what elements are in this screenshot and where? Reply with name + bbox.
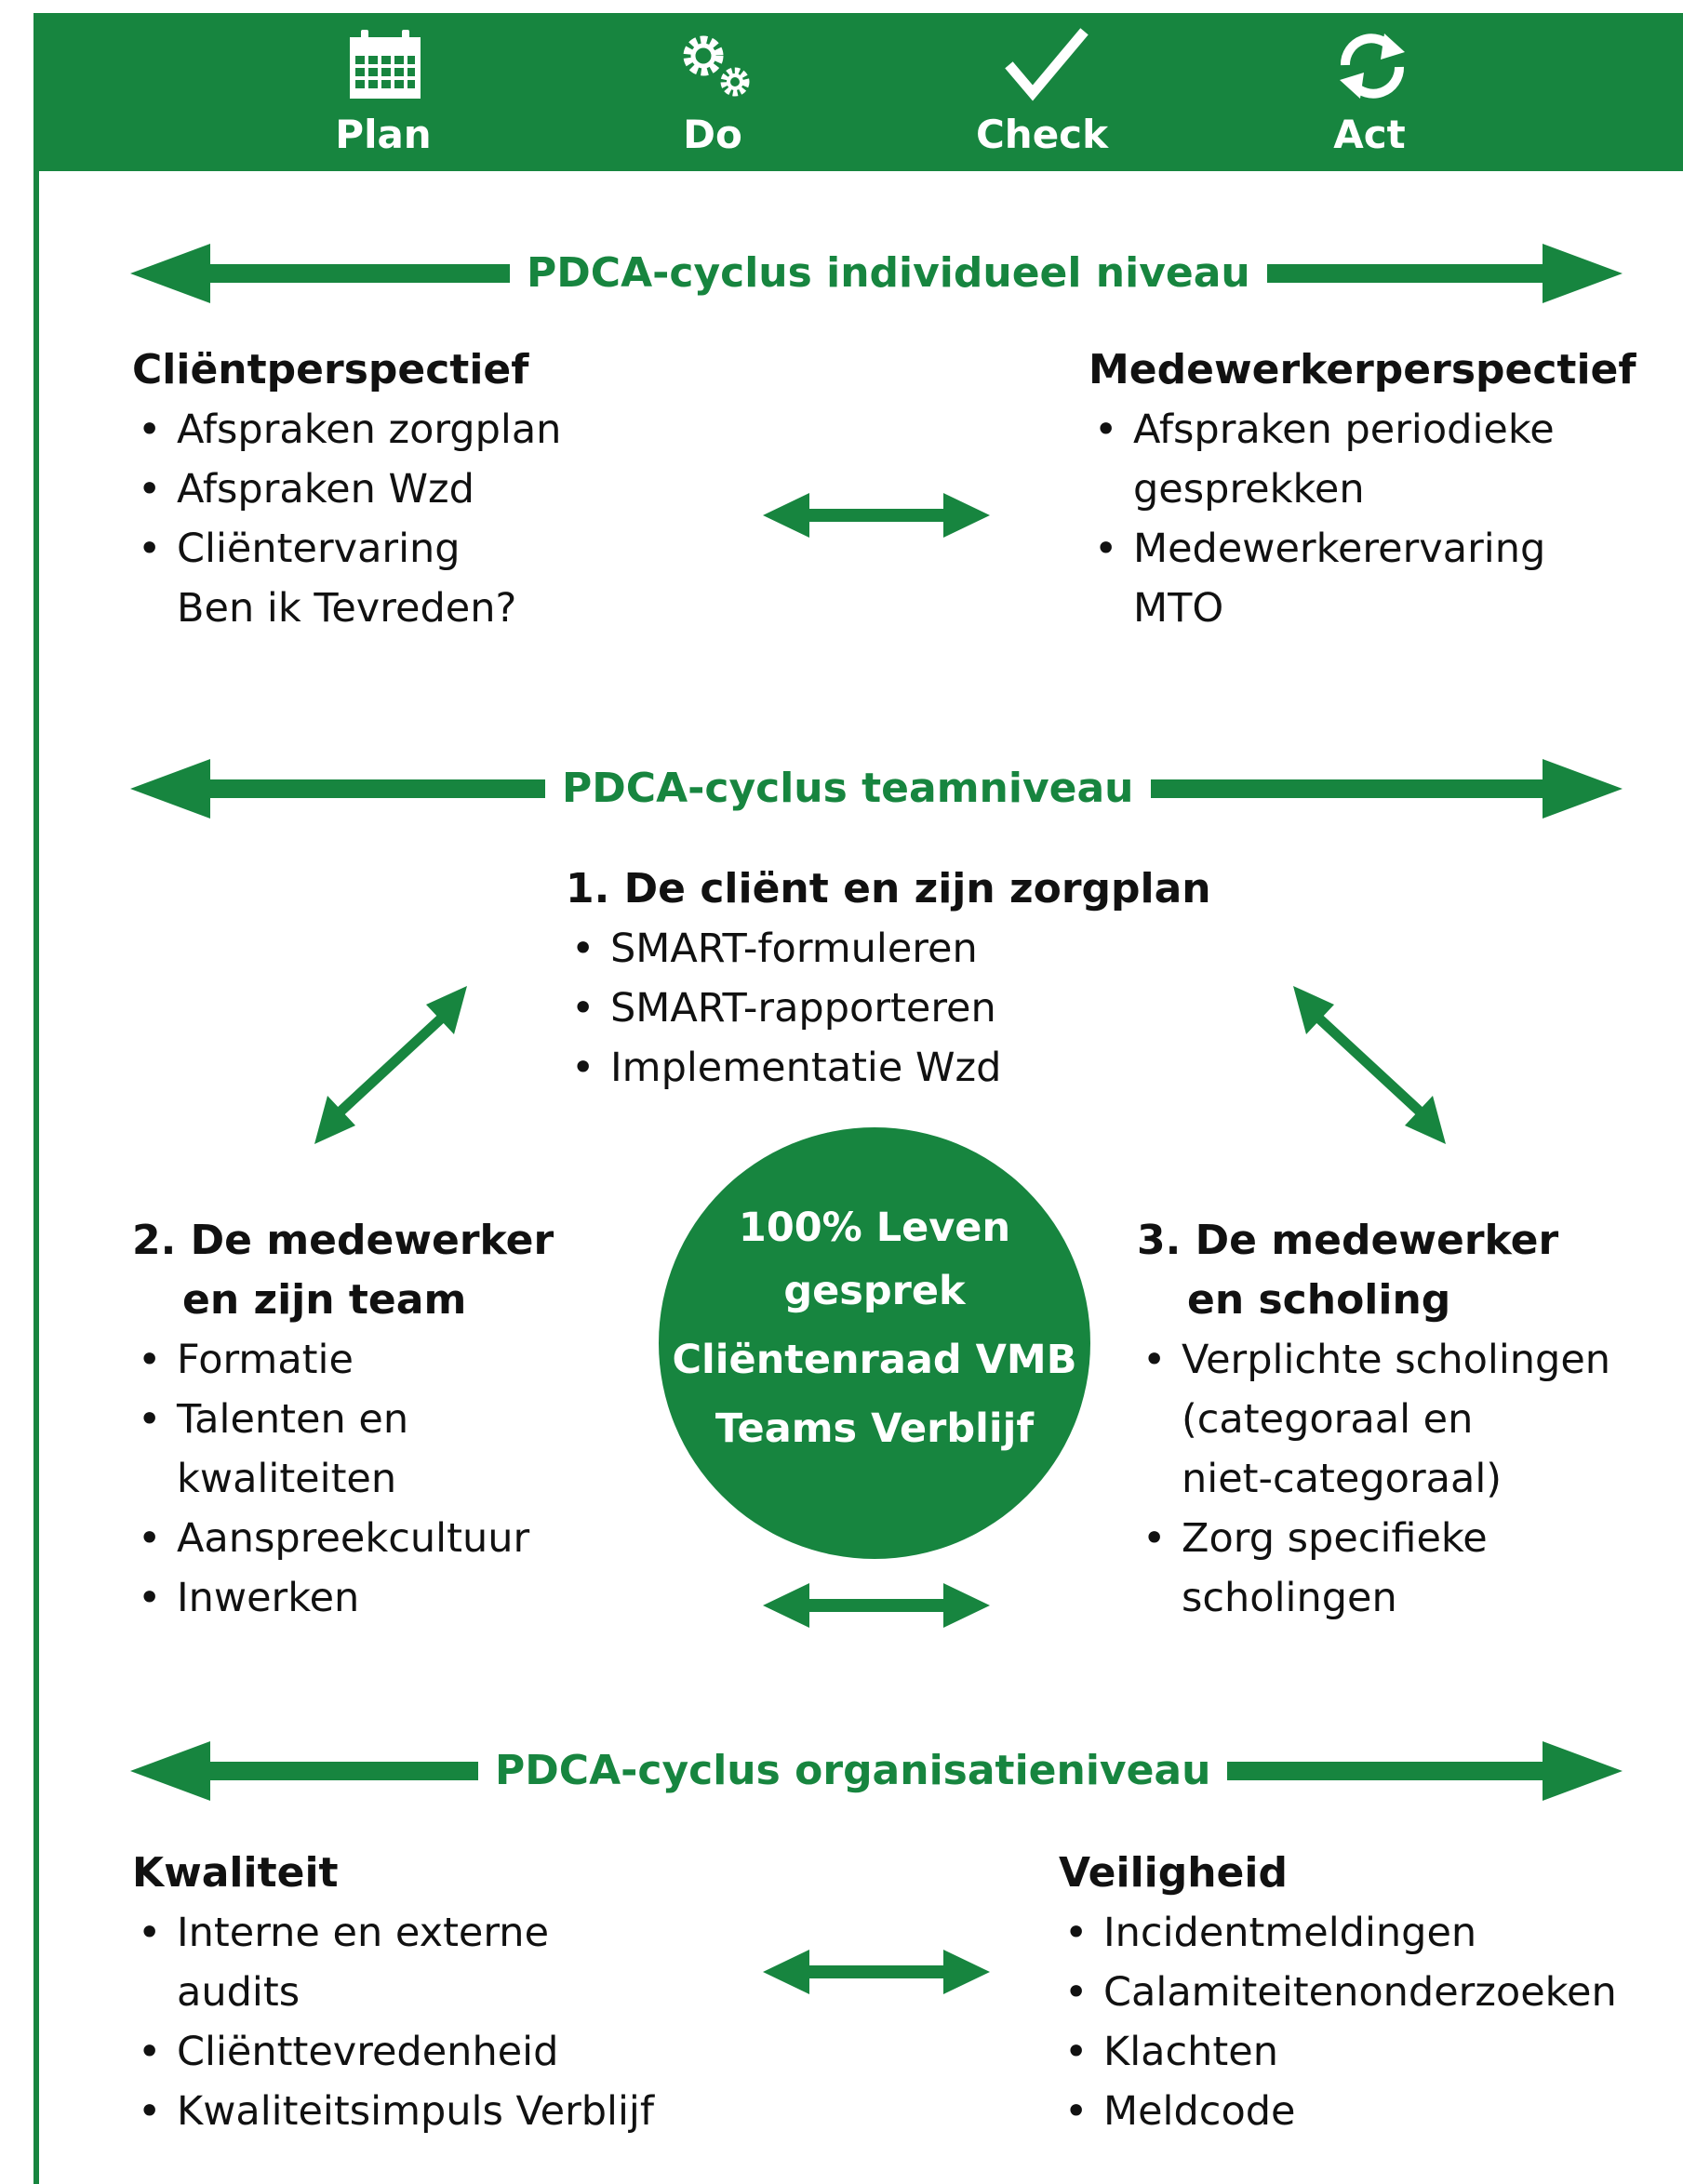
refresh-icon bbox=[1340, 33, 1405, 99]
team-left-diagonal-arrow bbox=[314, 986, 467, 1144]
team-left-heading-1: 2. De medewerker bbox=[132, 1217, 554, 1264]
header-label-act: Act bbox=[1333, 112, 1406, 157]
team-left-heading-2: en zijn team bbox=[182, 1276, 467, 1324]
center-line-1: 100% Leven bbox=[738, 1205, 1011, 1251]
pdca-header-bar: Plan Do Check Act bbox=[33, 13, 1683, 171]
client-perspective-list: Afspraken zorgplan Afspraken Wzd Cliënte… bbox=[132, 400, 561, 638]
team-bottom-connector-arrow bbox=[763, 1583, 990, 1628]
list-item: Calamiteitenonderzoeken bbox=[1059, 1963, 1617, 2022]
center-line-2: gesprek bbox=[783, 1268, 966, 1314]
center-circle: 100% Leven gesprek Cliëntenraad VMB Team… bbox=[659, 1127, 1090, 1559]
gears-icon bbox=[683, 35, 750, 97]
center-line-4: Teams Verblijf bbox=[715, 1405, 1035, 1452]
team-right-list: Verplichte scholingen(categoraal enniet-… bbox=[1137, 1330, 1610, 1628]
client-perspective-heading: Cliëntperspectief bbox=[132, 346, 529, 393]
list-item: Implementatie Wzd bbox=[566, 1038, 1001, 1098]
list-item: Incidentmeldingen bbox=[1059, 1903, 1617, 1963]
list-item: Klachten bbox=[1059, 2022, 1617, 2082]
quality-heading: Kwaliteit bbox=[132, 1849, 339, 1897]
organisation-connector-arrow bbox=[763, 1950, 990, 1994]
header-step-check: Check bbox=[930, 13, 1154, 171]
list-item: Meldcode bbox=[1059, 2082, 1617, 2141]
calendar-icon bbox=[350, 30, 421, 99]
header-step-plan: Plan bbox=[272, 13, 495, 171]
header-label-plan: Plan bbox=[335, 112, 432, 157]
section-title-individual: PDCA-cyclus individueel niveau bbox=[510, 244, 1267, 303]
team-right-heading-2: en scholing bbox=[1187, 1276, 1451, 1324]
team-top-heading: 1. De cliënt en zijn zorgplan bbox=[566, 865, 1211, 912]
employee-perspective-heading: Medewerkerperspectief bbox=[1089, 346, 1636, 393]
list-item: Afspraken Wzd bbox=[132, 459, 561, 519]
list-item: Inwerken bbox=[132, 1568, 529, 1628]
header-label-do: Do bbox=[683, 112, 742, 157]
list-item: Afspraken zorgplan bbox=[132, 400, 561, 459]
center-line-3: Cliëntenraad VMB bbox=[672, 1337, 1077, 1383]
list-item: Cliënttevredenheid bbox=[132, 2022, 654, 2082]
list-item: Kwaliteitsimpuls Verblijf bbox=[132, 2082, 654, 2141]
team-top-list: SMART-formuleren SMART-rapporteren Imple… bbox=[566, 919, 1001, 1098]
list-item: SMART-rapporteren bbox=[566, 979, 1001, 1038]
section-title-team: PDCA-cyclus teamniveau bbox=[545, 759, 1151, 819]
safety-heading: Veiligheid bbox=[1059, 1849, 1288, 1897]
list-item: Aanspreekcultuur bbox=[132, 1509, 529, 1568]
header-label-check: Check bbox=[975, 112, 1109, 157]
page-frame bbox=[33, 13, 1683, 2184]
header-step-act: Act bbox=[1258, 13, 1481, 171]
checkmark-icon bbox=[1005, 28, 1089, 101]
list-item: Verplichte scholingen(categoraal enniet-… bbox=[1137, 1330, 1610, 1509]
header-step-do: Do bbox=[601, 13, 824, 171]
list-item: SMART-formuleren bbox=[566, 919, 1001, 979]
section-title-organisation: PDCA-cyclus organisatieniveau bbox=[478, 1741, 1228, 1801]
team-right-diagonal-arrow bbox=[1293, 986, 1446, 1144]
team-right-heading-1: 3. De medewerker bbox=[1137, 1217, 1559, 1264]
list-item: Formatie bbox=[132, 1330, 529, 1390]
individual-connector-arrow bbox=[763, 493, 990, 538]
safety-list: Incidentmeldingen Calamiteitenonderzoeke… bbox=[1059, 1903, 1617, 2141]
